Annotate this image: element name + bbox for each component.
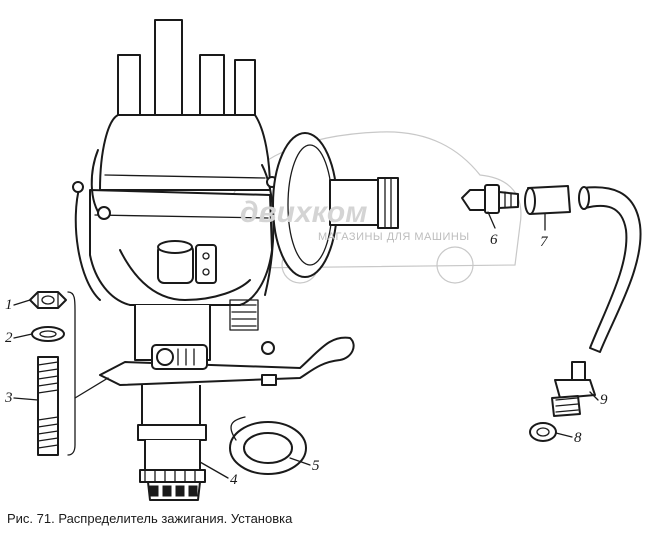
callout-4: 4 [230, 472, 238, 488]
callout-3: 3 [4, 390, 13, 406]
callout-8: 8 [574, 430, 582, 446]
callout-6: 6 [490, 232, 498, 248]
watermark-brand: двиxком [240, 196, 367, 229]
distributor-assembly [72, 19, 399, 501]
part-6-fitting [461, 184, 519, 214]
part-3-stud [37, 356, 59, 456]
callout-2: 2 [5, 330, 13, 346]
watermark-tagline: МАГАЗИНЫ ДЛЯ МАШИНЫ [318, 231, 470, 243]
vacuum-hose [578, 186, 642, 353]
parts-leader [74, 377, 109, 399]
callout-1: 1 [5, 297, 13, 313]
part-7-hose-sleeve [524, 185, 571, 215]
part-5-seal-ring [229, 416, 307, 475]
part-1-nut [29, 291, 67, 309]
figure-caption: Рис. 71. Распределитель зажигания. Устан… [7, 511, 293, 526]
part-9-fitting [551, 361, 596, 417]
callout-leaders [13, 211, 599, 479]
callout-5: 5 [312, 458, 320, 474]
callout-9: 9 [600, 392, 608, 408]
part-2-washer [31, 326, 65, 342]
callout-7: 7 [540, 234, 549, 250]
part-8-washer [529, 422, 557, 442]
parts-bracket [67, 291, 76, 456]
